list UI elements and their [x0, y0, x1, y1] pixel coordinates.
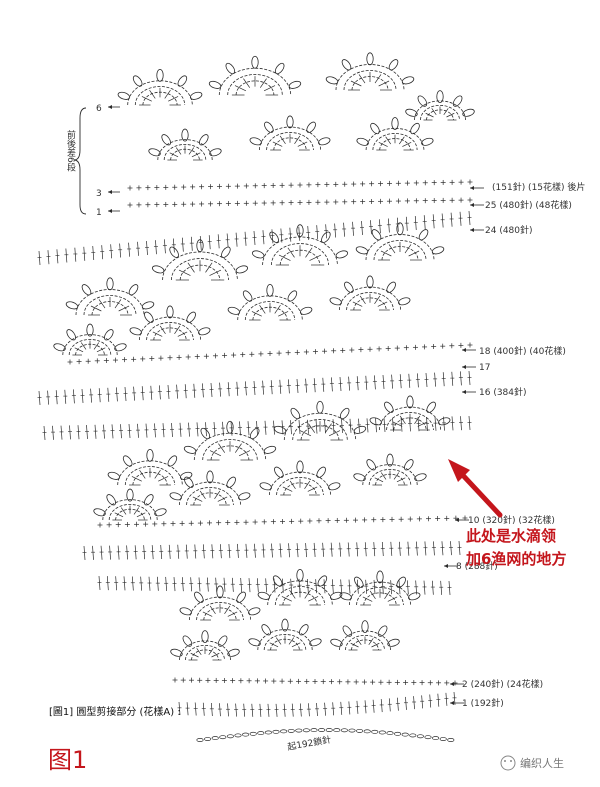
wechat-icon	[500, 755, 516, 771]
right-label-25: 25 (480針) (48花樣)	[485, 199, 572, 211]
figure-caption: [圖1] 圓型剪接部分 (花樣A) :	[49, 705, 181, 718]
right-label-2: 2 (240針) (24花樣)	[462, 678, 543, 690]
right-label-10: 10 (320針) (32花樣)	[468, 514, 555, 526]
annotation-arrow	[448, 459, 503, 518]
start-chain-label: 起192鎖針	[286, 733, 332, 752]
annotation-line-2: 加6渔网的地方	[465, 550, 566, 568]
right-label-1: 1 (192針)	[462, 697, 504, 709]
right-label-8: 8 (288針)	[456, 560, 498, 572]
watermark: 编织人生	[500, 755, 564, 771]
right-label-151: (151針) (15花樣) 後片	[492, 181, 585, 193]
right-label-18: 18 (400針) (40花樣)	[479, 345, 566, 357]
left-bracket	[73, 107, 87, 215]
figure-tag: 图1	[48, 746, 87, 774]
annotation-line-1: 此处是水滴领	[466, 527, 556, 545]
right-label-17: 17	[479, 363, 490, 373]
watermark-text: 编织人生	[520, 756, 564, 770]
left-label-row-1: 1	[96, 208, 102, 218]
left-bracket-text: 前後差6段	[65, 129, 76, 173]
right-row-labels: (151針) (15花樣) 後片 25 (480針) (48花樣) 24 (48…	[456, 181, 585, 709]
left-label-row-3: 3	[96, 189, 102, 199]
stitch-pattern	[37, 52, 484, 742]
right-label-16: 16 (384針)	[479, 386, 527, 398]
left-label-row-6: 6	[96, 104, 102, 114]
right-label-24: 24 (480針)	[485, 224, 533, 236]
